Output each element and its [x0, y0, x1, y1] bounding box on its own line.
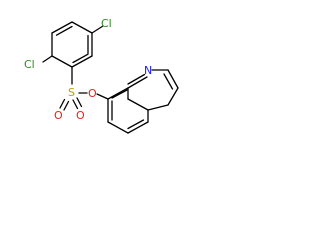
molecule-diagram: Cl Cl S O O O N — [24, 17, 179, 134]
quinoline-benzo-ring — [107, 87, 149, 134]
bond — [107, 87, 129, 100]
atom-label-sulfonyl-oxygen-2: O — [76, 109, 85, 122]
bond — [147, 104, 169, 111]
atom-label-ester-oxygen: O — [88, 87, 97, 100]
bond — [51, 21, 73, 34]
double-bond-inner — [127, 119, 145, 130]
bond — [127, 121, 149, 134]
bond — [71, 55, 93, 68]
bond — [71, 21, 93, 34]
bond — [167, 69, 179, 89]
bond-o-to-quinoline — [96, 93, 109, 100]
bond — [127, 98, 149, 111]
double-bond-inner — [163, 73, 174, 90]
bond — [51, 55, 73, 68]
quinoline-pyridine-ring — [127, 69, 179, 111]
so-double-bond — [63, 100, 70, 111]
atom-label-nitrogen: N — [144, 64, 152, 77]
bond — [107, 121, 129, 134]
bond — [167, 87, 179, 106]
atom-label-cl-top: Cl — [101, 17, 112, 30]
double-bond-inner — [72, 53, 89, 64]
atom-label-sulfonyl-oxygen-1: O — [54, 109, 63, 122]
atom-label-sulfur: S — [68, 86, 75, 99]
atom-label-cl-left: Cl — [24, 58, 35, 71]
bond — [127, 76, 148, 89]
double-bond-inner — [55, 25, 73, 36]
so-double-bond — [72, 99, 79, 110]
structure-canvas: Cl Cl S O O O N — [0, 0, 194, 173]
bond-to-cl-top — [91, 25, 104, 34]
so-double-bond — [59, 98, 66, 109]
double-bond-inner — [127, 73, 146, 85]
bond-to-cl-left — [42, 55, 53, 63]
benzene-ring — [51, 21, 93, 68]
so-double-bond — [76, 97, 83, 108]
double-bond-inner — [111, 89, 128, 99]
